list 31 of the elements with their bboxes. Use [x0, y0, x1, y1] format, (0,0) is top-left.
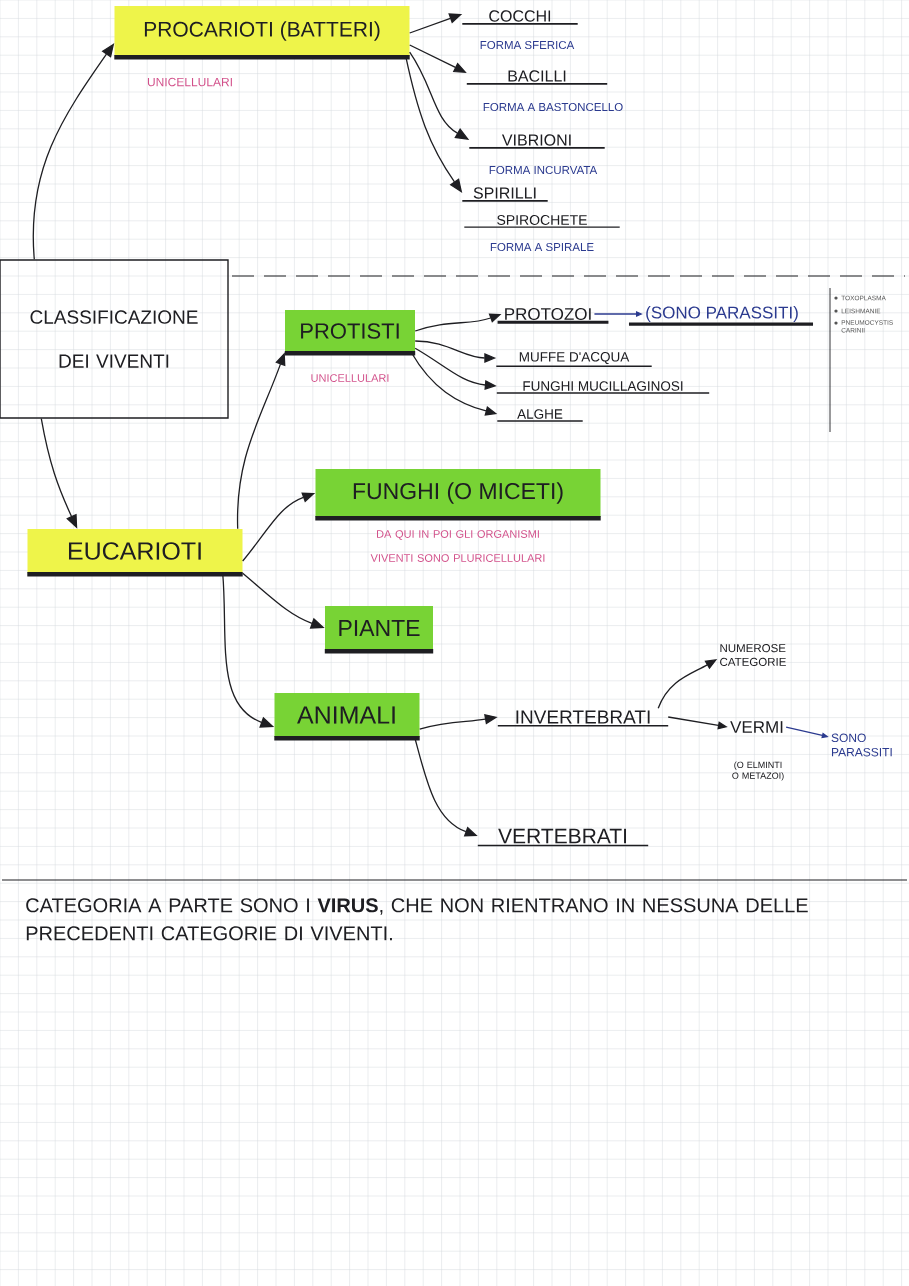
caption-text: FORMA A SPIRALE — [490, 242, 594, 252]
caption-text: UNICELLULARI — [147, 77, 232, 87]
text-label: VERMI — [730, 721, 783, 733]
underlined-label: PROTOZOI — [497, 308, 609, 324]
highlighted-label: PROCARIOTI (BATTERI) — [114, 6, 410, 60]
highlighted-label: EUCARIOTI — [27, 529, 243, 577]
title-box: CLASSIFICAZIONE DEI VIVENTI — [0, 259, 229, 419]
highlighted-label: ANIMALI — [274, 693, 420, 741]
highlighted-label: PROTISTI — [284, 310, 416, 356]
caption-text: FORMA SFERICA — [480, 40, 575, 50]
underlined-label: FUNGHI MUCILLAGINOSI — [496, 381, 710, 394]
underlined-label: SPIRILLI — [461, 187, 549, 202]
underlined-label: VIBRIONI — [468, 134, 606, 149]
underlined-label: COCCHI — [461, 10, 579, 25]
text-label: SONO PARASSITI — [831, 733, 892, 757]
underlined-label: (SONO PARASSITI) — [628, 306, 813, 326]
caption-text: FORMA A BASTONCELLO — [483, 102, 623, 112]
underlined-label: ALGHE — [496, 409, 584, 422]
caption-text: DA QUI IN POI GLI ORGANISMI VIVENTI SONO PLURICELLULARI — [370, 530, 545, 562]
underlined-label: INVERTEBRATI — [497, 710, 669, 727]
caption-text: (O ELMINTI O METAZOI) — [732, 761, 784, 781]
highlighted-label: FUNGHI (O MICETI) — [315, 469, 601, 521]
note-text: CATEGORIA A PARTE SONO I VIRUS, CHE NON RIENTRANO IN NESSUNA DELLE PRECEDENTI CATEGORIE DI VIVENTI. — [26, 898, 808, 941]
underlined-label: SPIROCHETE — [463, 215, 621, 228]
text-label: NUMEROSE CATEGORIE — [720, 644, 786, 666]
underlined-label: VERTEBRATI — [477, 828, 649, 847]
caption-text: UNICELLULARI — [311, 374, 389, 382]
underlined-label: MUFFE D'ACQUA — [495, 352, 653, 367]
highlighted-label: PIANTE — [324, 606, 434, 654]
caption-text: FORMA INCURVATA — [489, 165, 598, 175]
underlined-label: BACILLI — [466, 70, 608, 85]
